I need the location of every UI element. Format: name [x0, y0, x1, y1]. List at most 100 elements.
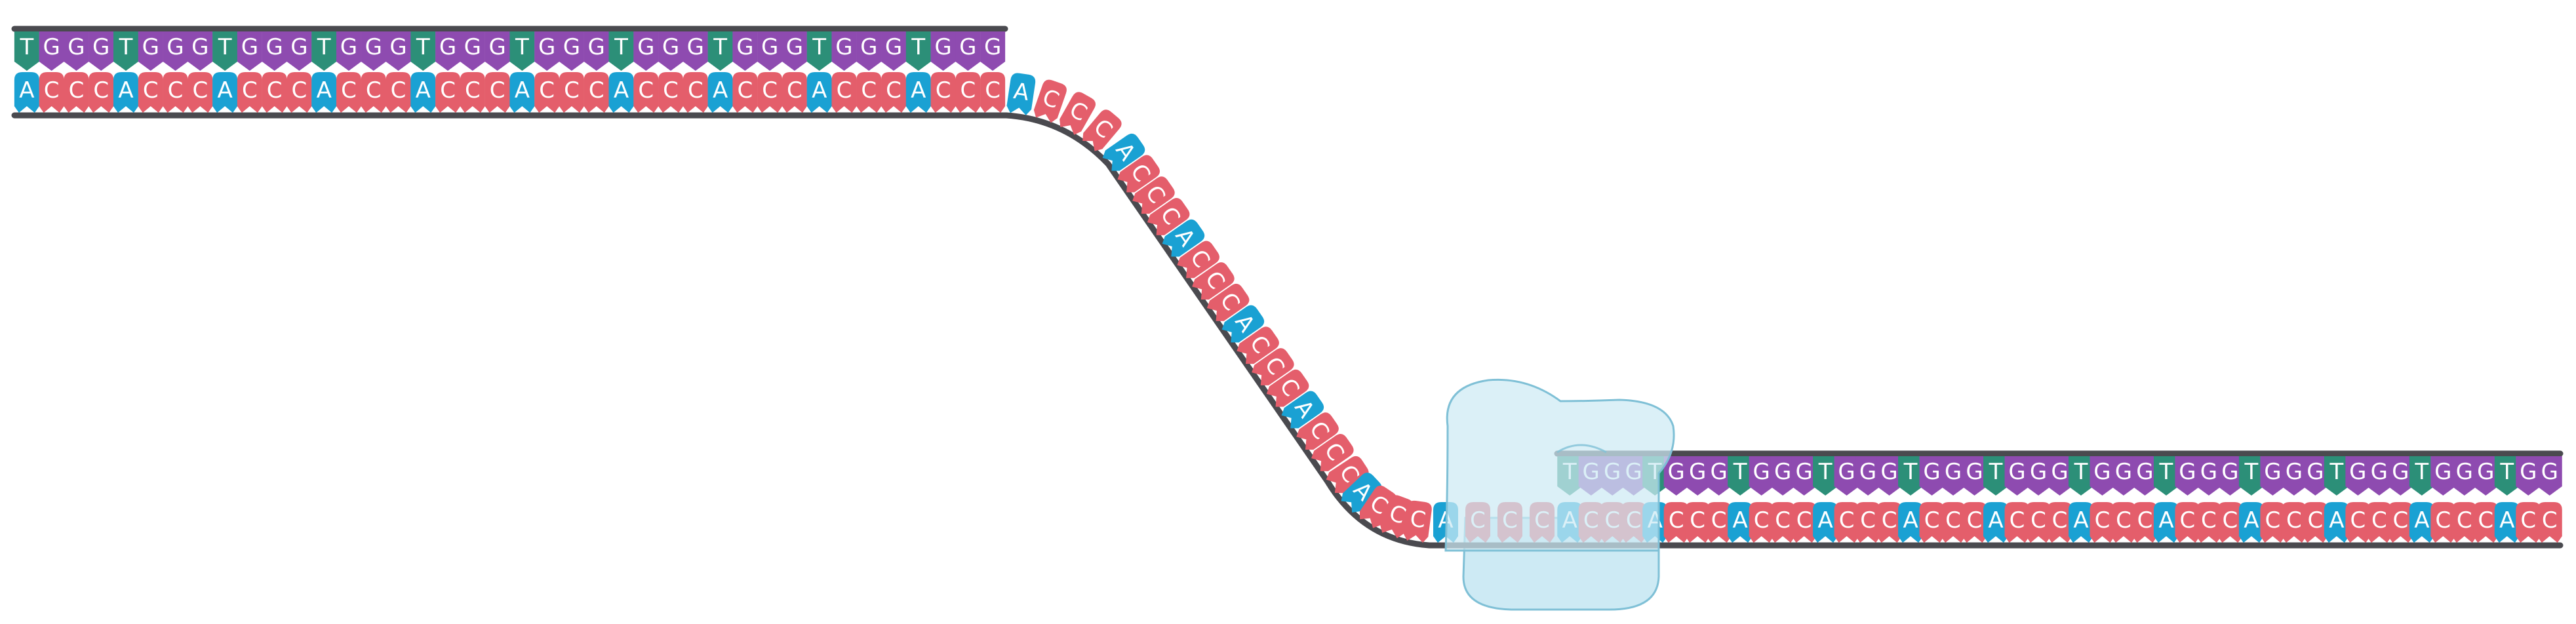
svg-text:C: C: [1882, 507, 1897, 534]
base-C: C: [683, 72, 708, 113]
svg-text:C: C: [787, 77, 803, 104]
base-G: G: [930, 31, 956, 71]
svg-text:G: G: [2093, 459, 2110, 485]
svg-text:T: T: [19, 34, 33, 60]
svg-text:T: T: [2159, 459, 2173, 485]
base-C: C: [386, 72, 411, 113]
base-C: C: [2047, 502, 2072, 543]
svg-text:C: C: [1669, 507, 1684, 534]
svg-text:A: A: [1817, 507, 1833, 534]
base-C: C: [559, 72, 584, 113]
base-G: G: [782, 31, 807, 71]
base-A: A: [2238, 502, 2264, 543]
svg-text:G: G: [43, 34, 60, 60]
backbone-lines: [11, 26, 2564, 549]
svg-text:A: A: [713, 77, 728, 104]
svg-text:C: C: [2031, 507, 2046, 534]
svg-text:C: C: [886, 77, 902, 104]
svg-text:C: C: [2520, 507, 2536, 534]
base-A: A: [509, 72, 535, 113]
base-C: C: [2281, 502, 2307, 543]
svg-text:A: A: [1903, 507, 1918, 534]
svg-text:C: C: [242, 77, 258, 104]
svg-text:C: C: [1967, 507, 1983, 534]
base-G: G: [633, 31, 659, 71]
base-G: G: [237, 31, 262, 71]
base-C: C: [237, 72, 262, 113]
base-T: T: [2068, 456, 2093, 496]
svg-text:T: T: [1818, 459, 1833, 485]
svg-text:T: T: [2074, 459, 2088, 485]
svg-text:A: A: [2499, 507, 2514, 534]
svg-text:C: C: [762, 77, 778, 104]
base-C: C: [138, 72, 163, 113]
svg-text:C: C: [1690, 507, 1705, 534]
base-A: A: [1898, 502, 1924, 543]
svg-text:G: G: [2286, 459, 2303, 485]
svg-text:G: G: [2179, 459, 2196, 485]
svg-text:G: G: [191, 34, 208, 60]
base-C: C: [955, 72, 981, 113]
base-G: G: [2516, 456, 2541, 496]
base-C: C: [188, 72, 213, 113]
base-G: G: [2090, 456, 2115, 496]
base-C: C: [1834, 502, 1859, 543]
base-C: C: [485, 72, 510, 113]
svg-text:C: C: [2542, 507, 2558, 534]
svg-text:G: G: [2200, 459, 2217, 485]
svg-text:C: C: [960, 77, 976, 104]
base-C: C: [782, 72, 807, 113]
svg-text:A: A: [1733, 507, 1748, 534]
base-C: C: [658, 72, 684, 113]
base-G: G: [2047, 456, 2072, 496]
base-C: C: [361, 72, 386, 113]
svg-text:G: G: [365, 34, 382, 60]
base-G: G: [163, 31, 188, 71]
svg-text:C: C: [589, 77, 604, 104]
base-T: T: [608, 31, 634, 71]
base-G: G: [2175, 456, 2200, 496]
svg-text:T: T: [515, 34, 529, 60]
svg-text:G: G: [167, 34, 184, 60]
svg-text:G: G: [1838, 459, 1855, 485]
svg-text:C: C: [2180, 507, 2196, 534]
svg-text:C: C: [2457, 507, 2472, 534]
base-A: A: [2068, 502, 2093, 543]
base-C: C: [1919, 502, 1945, 543]
base-C: C: [2217, 502, 2243, 543]
base-A: A: [905, 72, 931, 113]
base-G: G: [757, 31, 783, 71]
base-C: C: [460, 72, 485, 113]
svg-text:A: A: [2158, 507, 2173, 534]
base-C: C: [1663, 502, 1689, 543]
svg-text:G: G: [835, 34, 852, 60]
base-C: C: [1770, 502, 1796, 543]
svg-text:C: C: [2265, 507, 2281, 534]
svg-text:T: T: [317, 34, 331, 60]
svg-text:C: C: [168, 77, 184, 104]
svg-text:G: G: [934, 34, 951, 60]
base-C: C: [89, 72, 114, 113]
svg-text:G: G: [389, 34, 406, 60]
base-C: C: [930, 72, 956, 113]
svg-text:G: G: [637, 34, 654, 60]
svg-text:C: C: [539, 77, 555, 104]
svg-text:A: A: [1988, 507, 2003, 534]
base-G: G: [89, 31, 114, 71]
base-A: A: [707, 72, 733, 113]
base-A: A: [410, 72, 436, 113]
base-G: G: [683, 31, 708, 71]
base-C: C: [2430, 502, 2456, 543]
svg-text:C: C: [1408, 505, 1427, 534]
svg-text:C: C: [1924, 507, 1940, 534]
base-A: A: [2324, 502, 2349, 543]
base-C: C: [2004, 502, 2030, 543]
base-C: C: [1685, 502, 1711, 543]
svg-text:T: T: [218, 34, 232, 60]
base-C: C: [1033, 79, 1067, 123]
svg-text:C: C: [465, 77, 481, 104]
base-G: G: [658, 31, 684, 71]
base-G: G: [1770, 456, 1796, 496]
base-G: G: [2132, 456, 2158, 496]
